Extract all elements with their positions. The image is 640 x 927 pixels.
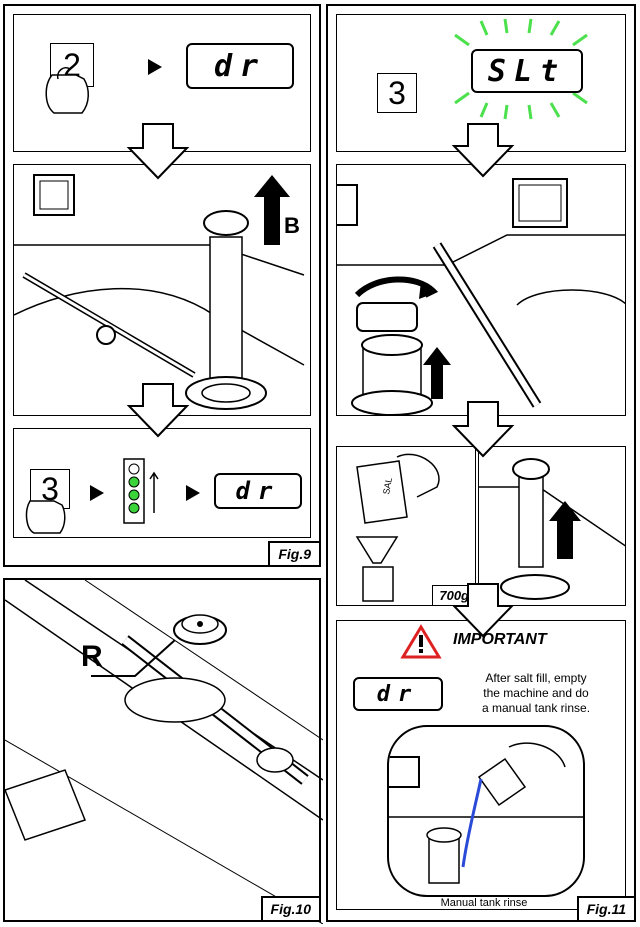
fig11-illustration-salt: SAL 700g	[336, 446, 476, 606]
arrow-right-icon	[186, 485, 200, 501]
arrow-right-icon	[148, 59, 162, 75]
blink-rays-icon	[454, 18, 588, 120]
important-title: IMPORTANT	[453, 631, 547, 648]
fig11-illustration-plug	[478, 446, 626, 606]
display-dr-3: dr	[353, 677, 443, 711]
key-3-button: 3	[377, 73, 417, 113]
drain-plug-drawing	[479, 458, 625, 600]
display-slt: SLt	[471, 49, 583, 93]
display-dr-2: dr	[214, 473, 302, 509]
salt-cap-drawing	[337, 178, 625, 415]
rinse-photo	[387, 725, 585, 897]
key-2-label: 2	[63, 46, 81, 83]
fig9-panel: 2 dr B 3	[3, 4, 321, 567]
fig11-step1: 3 SLt	[336, 14, 626, 152]
finger-icon	[25, 500, 66, 534]
fig10-label: Fig.10	[260, 896, 319, 920]
fig11-important: IMPORTANT dr After salt fill, empty the …	[336, 620, 626, 910]
fig9-step1: 2 dr	[13, 14, 311, 152]
label-r: R	[81, 640, 103, 673]
salt-weight: 700g	[432, 585, 475, 605]
fig9-label: Fig.9	[268, 541, 319, 565]
fig9-illustration-b: B	[13, 164, 311, 416]
fig10-panel: R Fig.10	[3, 578, 323, 924]
fig11-panel: 3 SLt	[326, 4, 636, 922]
label-b: B	[284, 213, 300, 238]
key-3-label: 3	[388, 74, 406, 111]
manual-rinse-drawing	[389, 742, 583, 884]
dishwasher-drain-drawing	[14, 174, 305, 410]
rinse-caption: Manual tank rinse	[440, 897, 528, 909]
arrow-right-icon	[90, 485, 104, 501]
salt-pour-drawing	[355, 453, 440, 602]
wash-arm-drawing	[5, 580, 323, 924]
fig11-label: Fig.11	[576, 896, 634, 920]
salt-level-led-icon	[123, 458, 159, 524]
warning-icon	[400, 624, 442, 659]
important-note: After salt fill, empty the machine and d…	[481, 671, 591, 715]
finger-icon	[45, 67, 89, 114]
display-dr-1: dr	[186, 43, 294, 89]
key-3-label: 3	[41, 470, 59, 507]
fig11-illustration-cap	[336, 164, 626, 416]
fig9-step3: 3 dr	[13, 428, 311, 538]
